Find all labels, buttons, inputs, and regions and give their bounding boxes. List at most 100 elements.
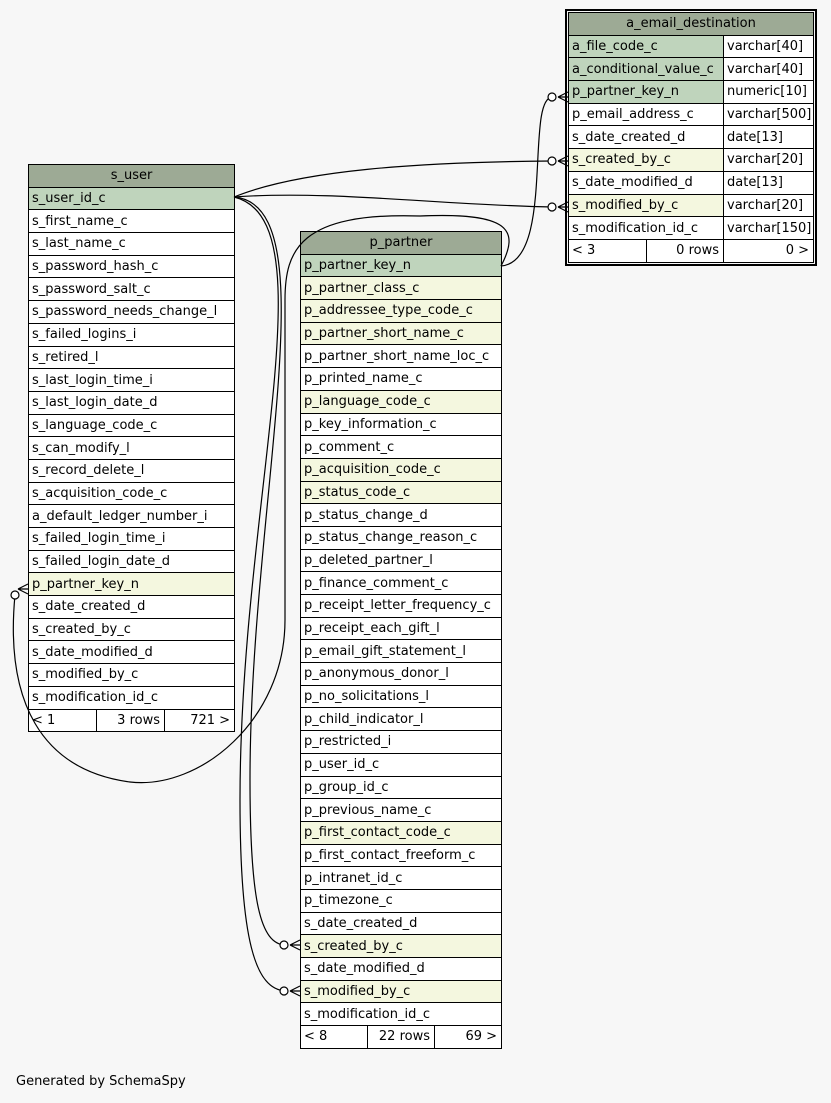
footer-row-count: 22 rows — [367, 1025, 435, 1049]
column-name[interactable]: s_modification_id_c — [27, 685, 236, 710]
column-name[interactable]: s_created_by_c — [568, 148, 724, 172]
column-name[interactable]: p_partner_short_name_loc_c — [299, 344, 503, 369]
table-row: p_restricted_i — [299, 730, 503, 754]
column-name[interactable]: p_acquisition_code_c — [299, 457, 503, 482]
column-name[interactable]: s_failed_login_date_d — [27, 549, 236, 574]
column-name[interactable]: s_date_modified_d — [27, 640, 236, 665]
column-name[interactable]: s_last_login_date_d — [27, 390, 236, 415]
column-type: varchar[20] — [722, 193, 815, 218]
column-name[interactable]: s_can_modify_l — [27, 436, 236, 460]
column-name[interactable]: a_default_ledger_number_i — [27, 504, 236, 528]
footer-children[interactable]: 721 > — [163, 708, 236, 733]
column-name[interactable]: s_date_created_d — [27, 595, 236, 619]
column-name[interactable]: s_acquisition_code_c — [27, 481, 236, 506]
table-row: p_partner_key_n — [299, 253, 503, 278]
footer-parents[interactable]: < 3 — [568, 238, 647, 263]
table-row: s_last_login_time_i — [27, 368, 236, 392]
table-row: p_status_change_d — [299, 503, 503, 527]
table-row: s_failed_login_date_d — [27, 549, 236, 574]
footer-parents[interactable]: < 1 — [28, 708, 97, 733]
column-name[interactable]: p_partner_class_c — [299, 276, 503, 301]
column-name[interactable]: s_modified_by_c — [299, 979, 503, 1004]
table-row: s_language_code_c — [27, 413, 236, 438]
column-name[interactable]: s_first_name_c — [27, 209, 236, 234]
footer-children[interactable]: 0 > — [722, 238, 815, 263]
column-name[interactable]: a_conditional_value_c — [568, 57, 724, 82]
column-name[interactable]: p_email_address_c — [568, 102, 724, 127]
column-name[interactable]: p_intranet_id_c — [299, 866, 503, 890]
relationship-user-to-partner-modified-by — [233, 196, 287, 992]
table-row: s_created_by_c — [299, 934, 503, 958]
footer-children[interactable]: 69 > — [433, 1025, 503, 1049]
column-name[interactable]: s_date_modified_d — [568, 170, 724, 195]
table-row: p_group_id_c — [299, 775, 503, 800]
crows-foot-marker — [10, 590, 20, 600]
column-name[interactable]: s_modification_id_c — [568, 216, 724, 240]
column-name[interactable]: s_retired_l — [27, 345, 236, 370]
column-name[interactable]: s_last_name_c — [27, 232, 236, 256]
column-name[interactable]: p_no_solicitations_l — [299, 684, 503, 709]
column-name[interactable]: s_last_login_time_i — [27, 368, 236, 392]
column-name[interactable]: s_modification_id_c — [299, 1002, 503, 1027]
column-name[interactable]: p_partner_key_n — [299, 253, 503, 278]
column-name[interactable]: p_first_contact_code_c — [299, 820, 503, 845]
column-name[interactable]: p_deleted_partner_l — [299, 548, 503, 573]
column-name[interactable]: s_date_created_d — [568, 125, 724, 150]
column-name[interactable]: p_status_code_c — [299, 480, 503, 505]
footer-parents[interactable]: < 8 — [300, 1025, 368, 1049]
column-name[interactable]: s_modified_by_c — [568, 193, 724, 218]
column-name[interactable]: s_record_delete_l — [27, 458, 236, 483]
table-footer: < 1 3 rows 721 > — [28, 708, 236, 733]
column-name[interactable]: p_restricted_i — [299, 730, 503, 754]
column-name[interactable]: p_group_id_c — [299, 775, 503, 800]
table-row: p_first_contact_freeform_c — [299, 843, 503, 868]
column-name[interactable]: s_user_id_c — [27, 186, 236, 211]
table-row: p_partner_class_c — [299, 276, 503, 301]
column-name[interactable]: s_modified_by_c — [27, 663, 236, 687]
column-name[interactable]: p_user_id_c — [299, 752, 503, 777]
column-name[interactable]: s_password_needs_change_l — [27, 300, 236, 324]
column-name[interactable]: p_key_information_c — [299, 412, 503, 437]
column-name[interactable]: p_email_gift_statement_l — [299, 639, 503, 664]
column-name[interactable]: p_child_indicator_l — [299, 707, 503, 732]
column-name[interactable]: s_date_modified_d — [299, 957, 503, 981]
column-name[interactable]: s_password_salt_c — [27, 277, 236, 302]
column-name[interactable]: p_receipt_each_gift_l — [299, 616, 503, 641]
column-name[interactable]: p_partner_key_n — [568, 80, 724, 104]
column-name[interactable]: p_anonymous_donor_l — [299, 662, 503, 686]
column-name[interactable]: p_status_change_d — [299, 503, 503, 527]
crows-foot-marker — [557, 155, 569, 167]
column-name[interactable]: p_first_contact_freeform_c — [299, 843, 503, 868]
table-row: s_date_created_d — [299, 911, 503, 936]
column-name[interactable]: p_printed_name_c — [299, 367, 503, 391]
column-name[interactable]: p_finance_comment_c — [299, 571, 503, 595]
column-name[interactable]: p_timezone_c — [299, 888, 503, 913]
column-name[interactable]: p_previous_name_c — [299, 798, 503, 822]
column-name[interactable]: s_failed_logins_i — [27, 322, 236, 347]
column-name[interactable]: p_partner_short_name_c — [299, 321, 503, 346]
column-name[interactable]: s_created_by_c — [27, 617, 236, 642]
column-name[interactable]: p_addressee_type_code_c — [299, 299, 503, 323]
column-name[interactable]: p_receipt_letter_frequency_c — [299, 594, 503, 618]
column-type: varchar[40] — [722, 34, 815, 59]
column-name[interactable]: p_status_change_reason_c — [299, 525, 503, 550]
column-name[interactable]: p_comment_c — [299, 435, 503, 459]
table-title[interactable]: a_email_destination — [567, 12, 815, 36]
column-name[interactable]: p_partner_key_n — [27, 572, 236, 597]
column-name[interactable]: a_file_code_c — [568, 34, 724, 59]
column-name[interactable]: s_date_created_d — [299, 911, 503, 936]
column-name[interactable]: s_failed_login_time_i — [27, 527, 236, 551]
column-name[interactable]: s_password_hash_c — [27, 254, 236, 279]
column-name[interactable]: s_language_code_c — [27, 413, 236, 438]
column-name[interactable]: s_created_by_c — [299, 934, 503, 958]
table-row: s_modified_by_c — [27, 663, 236, 687]
table-title[interactable]: p_partner — [299, 231, 503, 255]
column-name[interactable]: p_language_code_c — [299, 389, 503, 414]
table-title[interactable]: s_user — [27, 164, 236, 188]
